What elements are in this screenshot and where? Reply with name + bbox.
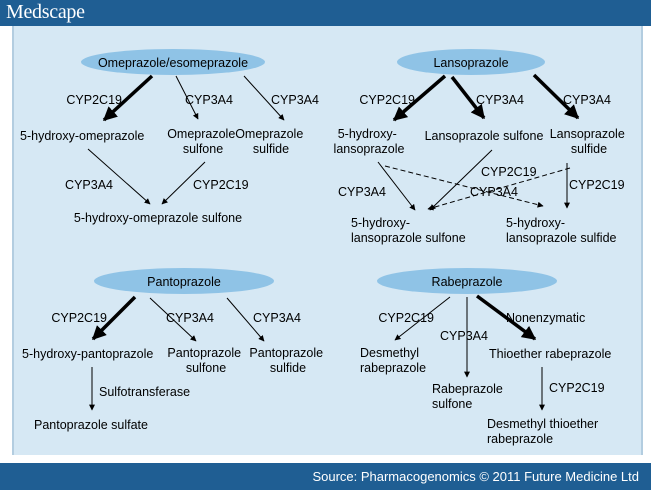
lansoprazole-title: Lansoprazole <box>433 56 508 70</box>
arrow-lan-m1 <box>392 74 447 122</box>
ome-final-metabolite: 5-hydroxy-omeprazole sulfone <box>74 211 242 225</box>
top-banner: Medscape <box>0 0 651 26</box>
lan-final-metabolite-2: 5-hydroxy- lansoprazole sulfide <box>506 216 617 245</box>
ome-enzyme-4: CYP3A4 <box>65 178 113 192</box>
arrow-lan-m3 <box>532 73 580 120</box>
omeprazole-title: Omeprazole/esomeprazole <box>98 56 248 70</box>
lan-metabolite-3: Lansoprazole sulfide <box>550 127 629 156</box>
pan-enzyme-2: CYP3A4 <box>166 311 214 325</box>
ome-metabolite-1: 5-hydroxy-omeprazole <box>20 129 144 143</box>
lan-final-metabolite-1: 5-hydroxy- lansoprazole sulfone <box>351 216 466 245</box>
footer-banner: Source: Pharmacogenomics © 2011 Future M… <box>0 463 651 490</box>
lan-enzyme-1: CYP2C19 <box>359 93 415 107</box>
figure-panel <box>12 26 643 455</box>
lan-enzyme-2: CYP3A4 <box>476 93 524 107</box>
pantoprazole-title: Pantoprazole <box>147 275 221 289</box>
pantoprazole-ellipse <box>94 268 274 294</box>
ome-enzyme-5: CYP2C19 <box>193 178 249 192</box>
lan-enzyme-3: CYP3A4 <box>563 93 611 107</box>
rab-enzyme-2: CYP3A4 <box>440 329 488 343</box>
arrow-ome-m3 <box>243 75 285 121</box>
omeprazole-pathway: Omeprazole/esomeprazole CYP2C19 CYP3A4 C… <box>20 49 319 225</box>
arrow-pan-m2 <box>149 297 197 342</box>
arrow-lan-m2-f1 <box>429 149 493 211</box>
source-credit: Source: Pharmacogenomics © 2011 Future M… <box>312 469 639 484</box>
pan-final-metabolite: Pantoprazole sulfate <box>34 418 148 432</box>
lan-metabolite-2: Lansoprazole sulfone <box>425 129 544 143</box>
arrow-ome-final-b <box>161 161 206 205</box>
ome-enzyme-1: CYP2C19 <box>66 93 122 107</box>
arrow-ome-final-a <box>87 148 151 205</box>
omeprazole-ellipse <box>81 49 265 75</box>
arrow-rab-m3 <box>475 294 537 341</box>
pan-enzyme-1: CYP2C19 <box>51 311 107 325</box>
lan-enzyme-7: CYP2C19 <box>569 178 625 192</box>
arrow-lan-m1-f1 <box>377 161 416 211</box>
rab-enzyme-3: Nonenzymatic <box>506 311 585 325</box>
arrow-ome-m2 <box>175 75 199 120</box>
ome-enzyme-2: CYP3A4 <box>185 93 233 107</box>
arrow-lan-m2 <box>450 75 486 120</box>
rab-metabolite-3: Thioether rabeprazole <box>489 347 611 361</box>
rab-enzyme-1: CYP2C19 <box>378 311 434 325</box>
pan-enzyme-3: CYP3A4 <box>253 311 301 325</box>
medscape-logo[interactable]: Medscape <box>6 1 85 23</box>
rab-metabolite-1: Desmethyl rabeprazole <box>360 346 426 375</box>
arrow-pan-m3 <box>226 297 265 342</box>
lan-enzyme-6: CYP3A4 <box>470 185 518 199</box>
arrow-pan-m1 <box>91 295 137 341</box>
lansoprazole-ellipse <box>397 49 545 75</box>
arrow-lan-m3-f1-dashed <box>427 167 571 211</box>
rab-enzyme-4: CYP2C19 <box>549 381 605 395</box>
rabeprazole-ellipse <box>377 268 557 294</box>
rab-final-metabolite: Desmethyl thioether rabeprazole <box>487 417 602 446</box>
rabeprazole-title: Rabeprazole <box>432 275 503 289</box>
lan-enzyme-4: CYP2C19 <box>481 165 537 179</box>
rab-metabolite-2: Rabeprazole sulfone <box>432 382 506 411</box>
arrow-lan-m1-f2-dashed <box>384 165 544 208</box>
ome-metabolite-3: Omeprazole sulfide <box>235 127 307 156</box>
lan-metabolite-1: 5-hydroxy- lansoprazole <box>334 127 405 156</box>
pan-metabolite-2: Pantoprazole sulfone <box>167 346 244 375</box>
pan-enzyme-4: Sulfotransferase <box>99 385 190 399</box>
arrow-ome-m1 <box>102 74 154 122</box>
rabeprazole-pathway: Rabeprazole CYP2C19 CYP3A4 Nonenzymatic … <box>360 268 611 446</box>
lan-enzyme-5: CYP3A4 <box>338 185 386 199</box>
pan-metabolite-1: 5-hydroxy-pantoprazole <box>22 347 153 361</box>
ome-enzyme-3: CYP3A4 <box>271 93 319 107</box>
pan-metabolite-3: Pantoprazole sulfide <box>249 346 326 375</box>
arrow-rab-m1 <box>394 296 451 341</box>
lansoprazole-pathway: Lansoprazole CYP2C19 CYP3A4 CYP3A4 5-hyd… <box>334 49 629 245</box>
ome-metabolite-2: Omeprazole sulfone <box>167 127 239 156</box>
pantoprazole-pathway: Pantoprazole CYP2C19 CYP3A4 CYP3A4 5-hyd… <box>22 268 326 432</box>
